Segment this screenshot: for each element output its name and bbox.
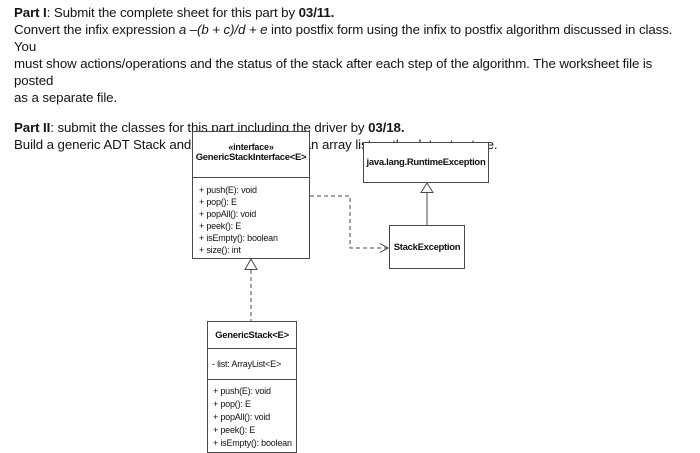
method-item: + pop(): E [213,399,251,409]
part2-due-date: 03/18. [368,120,405,135]
part1-heading: Part I [14,5,47,20]
method-item: + pop(): E [199,197,237,207]
hollow-triangle-icon [420,182,434,193]
method-item: + isEmpty(): boolean [199,233,278,243]
instructions-text: Part I: Submit the complete sheet for th… [14,4,692,153]
class-name: StackException [393,241,461,253]
part1-line2-pre: Convert the infix expression [14,22,179,37]
open-arrowhead-icon [379,243,390,253]
generic-stack-methods-list: + push(E): void + pop(): E + popAll(): voi… [208,379,296,452]
part1-line2-post: into postfix form using the infix to pos… [14,22,673,54]
class-name: GenericStackInterface<E> [195,152,307,163]
part1-heading-rest: : Submit the complete sheet for this par… [46,5,299,20]
part1-paragraph: Part I: Submit the complete sheet for th… [14,4,692,106]
infix-expression: a –(b + c)/d + e [178,22,268,37]
interface-stereotype: «interface» [228,142,274,152]
generalization-connector [420,182,434,225]
method-item: + size(): int [199,245,241,255]
class-name: GenericStack<E> [215,329,289,341]
part1-line4: as a separate file. [14,90,118,105]
part1-due-date: 03/11. [298,5,335,20]
attribute-item: - list: ArrayList<E> [212,359,282,369]
interface-methods-list: + push(E): void + pop(): E + popAll(): voi… [193,177,309,258]
uml-class-generic-stack-interface: «interface» GenericStackInterface<E> + p… [192,131,310,259]
uml-class-runtime-exception: java.lang.RuntimeException [363,142,489,183]
method-item: + isEmpty(): boolean [213,438,292,448]
method-item: + popAll(): void [199,209,257,219]
method-item: + push(E): void [199,185,257,195]
uml-class-generic-stack: GenericStack<E> - list: ArrayList<E> + p… [207,321,297,453]
method-item: + peek(): E [199,221,242,231]
method-item: + peek(): E [213,425,256,435]
part2-heading: Part II [14,120,51,135]
generic-stack-attributes-list: - list: ArrayList<E> [208,348,296,379]
dependency-connector [310,195,390,253]
realization-connector [244,257,258,321]
assignment-page: Part I: Submit the complete sheet for th… [14,4,692,453]
hollow-triangle-icon [244,257,258,270]
class-header: «interface» GenericStackInterface<E> [193,132,309,177]
part2-paragraph: Part II: submit the classes for this par… [14,119,692,153]
class-header: GenericStack<E> [208,322,296,348]
part1-line3: must show actions/operations and the sta… [14,56,653,88]
method-item: + push(E): void [213,386,271,396]
method-item: + popAll(): void [213,412,271,422]
class-name: java.lang.RuntimeException [366,157,486,168]
uml-class-stack-exception: StackException [389,225,465,269]
